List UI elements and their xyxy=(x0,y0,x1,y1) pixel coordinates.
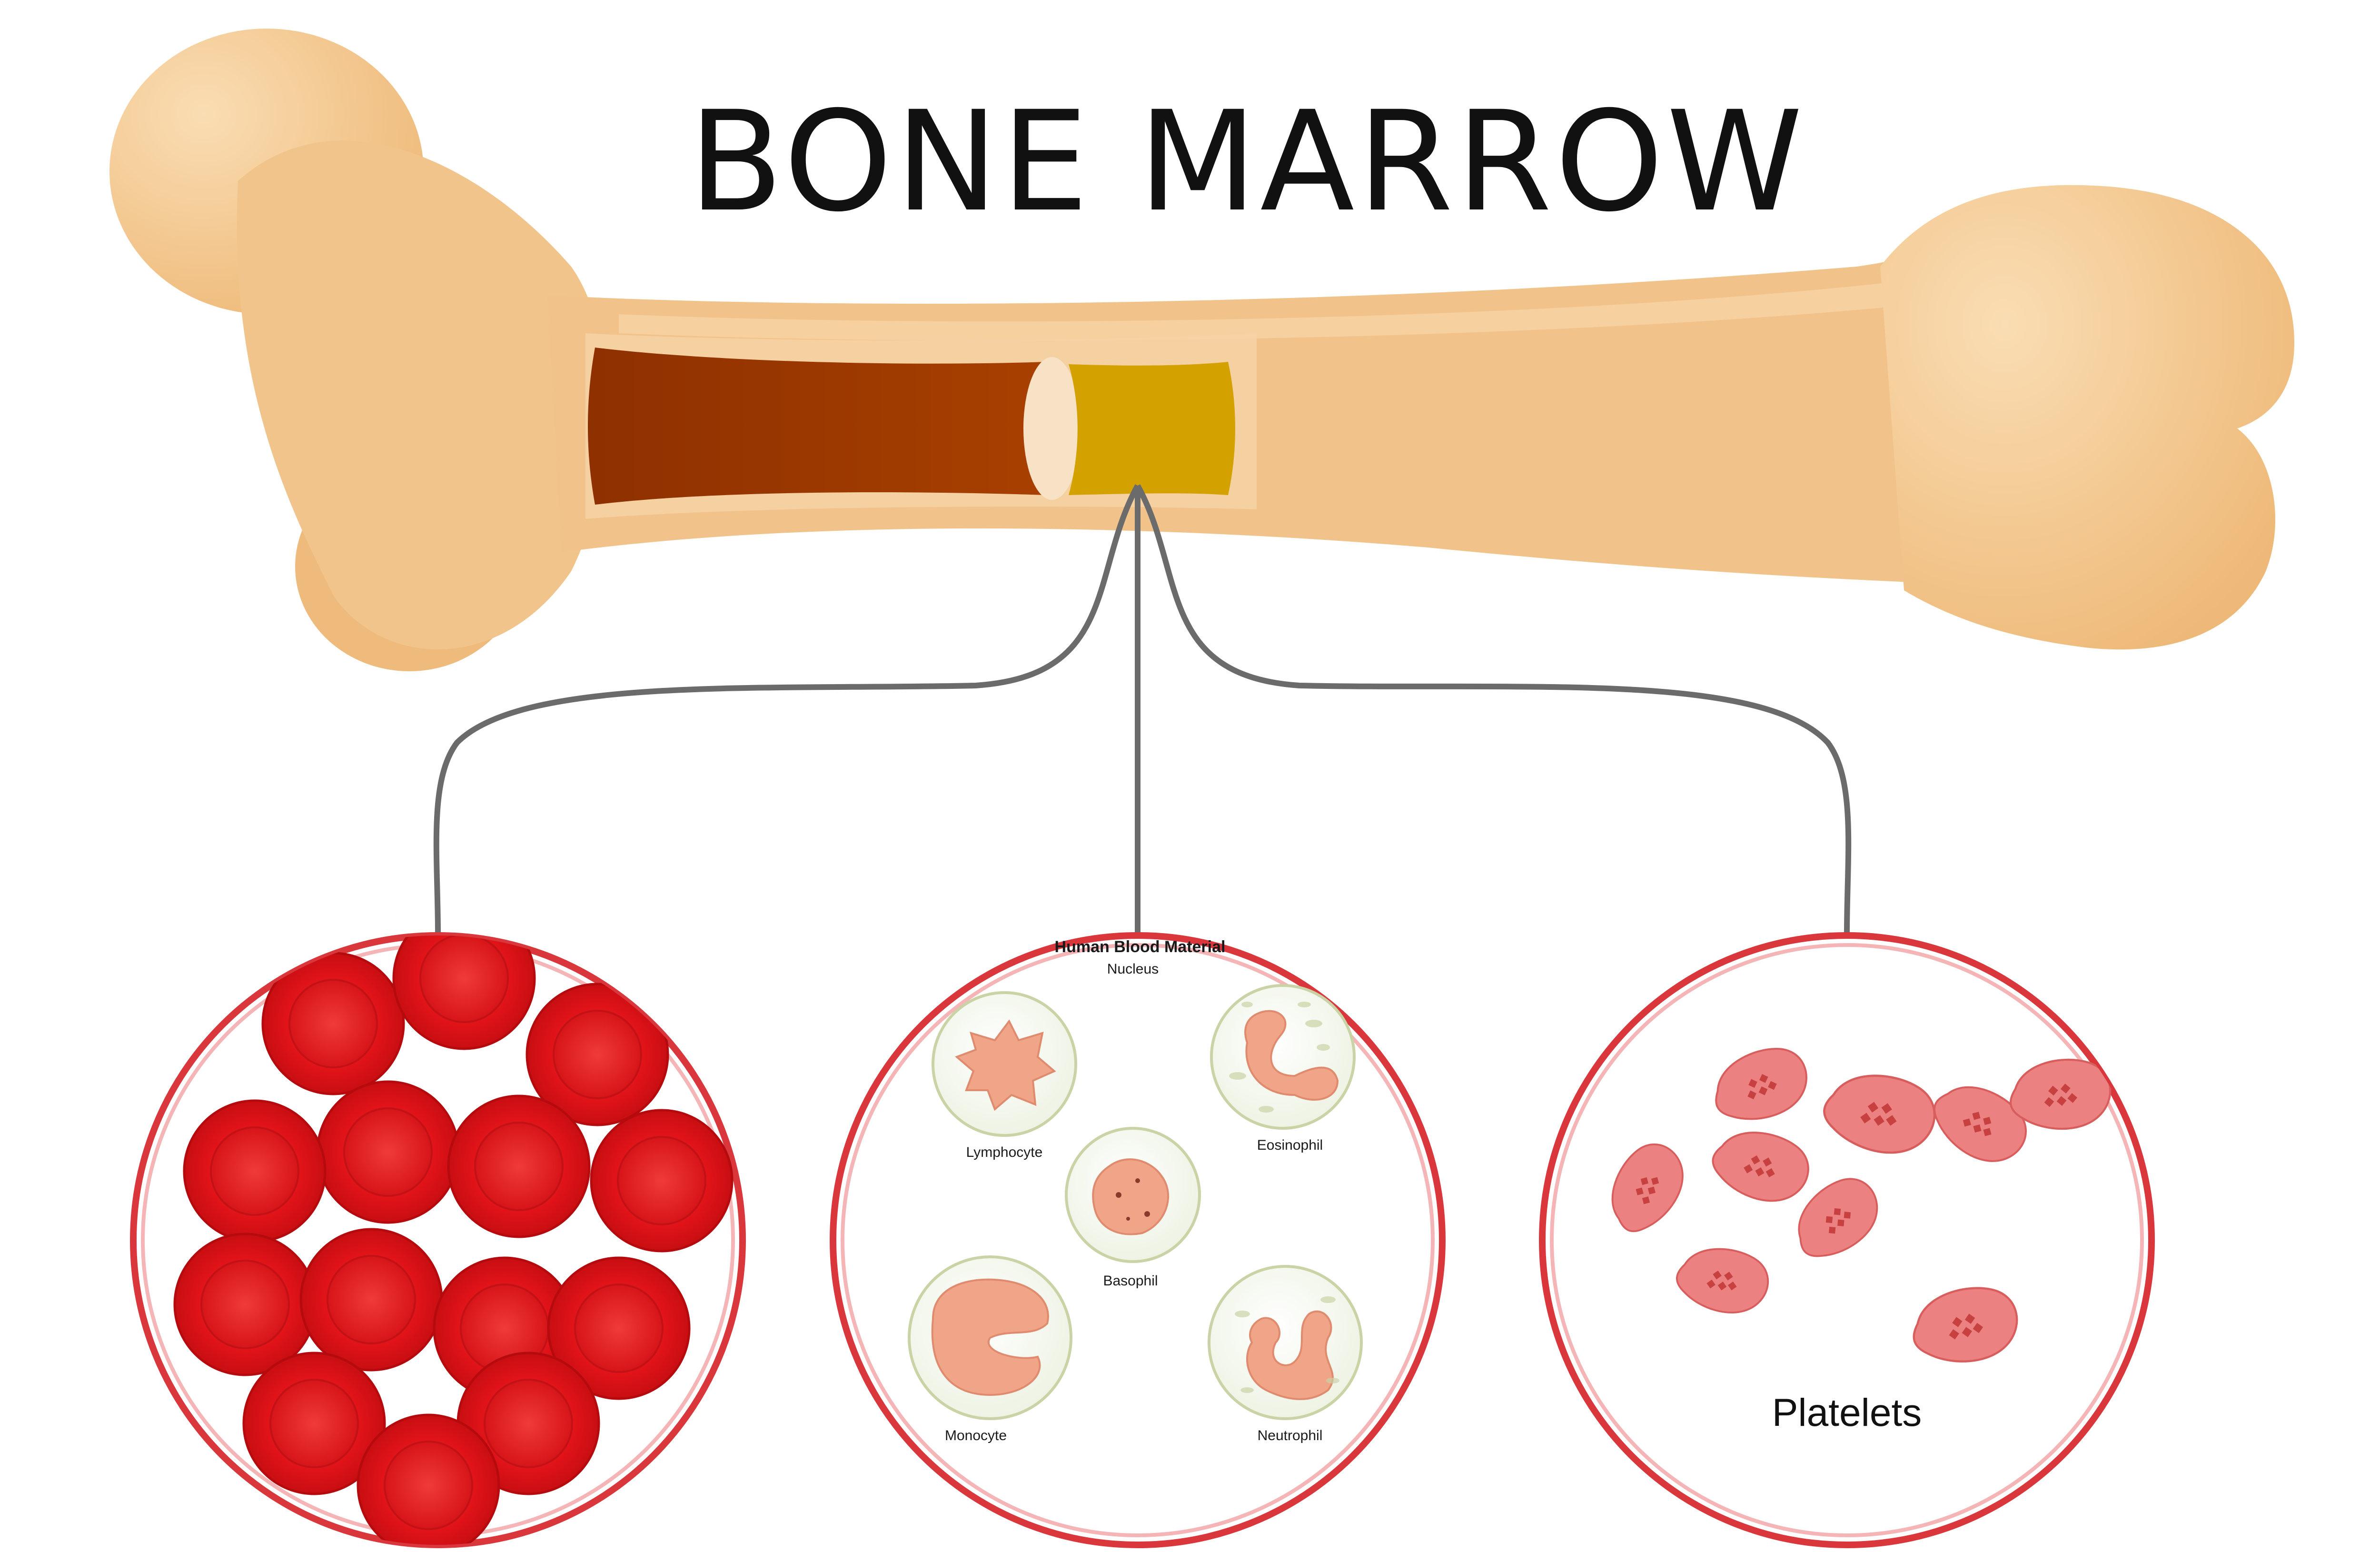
red-blood-cell xyxy=(392,935,536,1050)
basophil-label: Basophil xyxy=(1103,1273,1158,1289)
platelet xyxy=(2009,1058,2112,1130)
panel-subheading: Nucleus xyxy=(1107,961,1159,977)
red-blood-cell xyxy=(183,1099,327,1243)
red-blood-cell xyxy=(173,1233,317,1376)
monocyte-label: Monocyte xyxy=(945,1428,1007,1443)
platelets-panel: Platelets xyxy=(1539,932,2155,1548)
white-blood-cells-panel: Human Blood Material Nucleus Lymphocyte … xyxy=(830,932,1446,1548)
red-blood-cell xyxy=(526,983,669,1126)
monocyte-cell: Monocyte xyxy=(908,1255,1072,1443)
eosinophil-cell: Eosinophil xyxy=(1210,984,1356,1153)
platelet xyxy=(1715,1048,1807,1120)
red-blood-cell xyxy=(357,1413,500,1545)
red-blood-cell xyxy=(299,1228,443,1372)
connector-lines xyxy=(433,484,1852,934)
red-blood-cell xyxy=(316,1080,460,1224)
red-blood-cell xyxy=(547,1256,691,1400)
platelet xyxy=(1676,1248,1769,1313)
connector-right xyxy=(1135,484,1852,934)
panel-heading: Human Blood Material xyxy=(1055,938,1226,956)
bone-illustration xyxy=(109,29,2294,671)
bone-end-right xyxy=(1880,185,2294,650)
neutrophil-cell: Neutrophil xyxy=(1208,1265,1363,1443)
platelet xyxy=(1933,1086,2027,1162)
red-blood-cell xyxy=(261,952,405,1095)
lymphocyte-label: Lymphocyte xyxy=(966,1144,1043,1160)
red-blood-cell xyxy=(590,1109,734,1253)
yellow-marrow xyxy=(1069,362,1235,495)
platelet xyxy=(1712,1132,1809,1202)
platelet xyxy=(1913,1287,2018,1363)
platelet xyxy=(1798,1178,1878,1257)
lymphocyte-cell: Lymphocyte xyxy=(932,991,1077,1160)
platelets-label: Platelets xyxy=(1772,1391,1922,1434)
bone-cut-face xyxy=(1023,357,1081,500)
platelet xyxy=(1823,1074,1936,1154)
page-title: BONE MARROW xyxy=(688,82,1805,242)
basophil-cell: Basophil xyxy=(1065,1127,1201,1289)
platelet xyxy=(1611,1143,1684,1233)
red-blood-cells-panel xyxy=(130,932,746,1548)
red-blood-cell xyxy=(242,1352,386,1495)
red-marrow xyxy=(588,348,1047,505)
eosinophil-label: Eosinophil xyxy=(1257,1137,1323,1153)
connector-left xyxy=(433,484,1140,934)
neutrophil-label: Neutrophil xyxy=(1258,1428,1323,1443)
red-blood-cell xyxy=(447,1094,591,1238)
